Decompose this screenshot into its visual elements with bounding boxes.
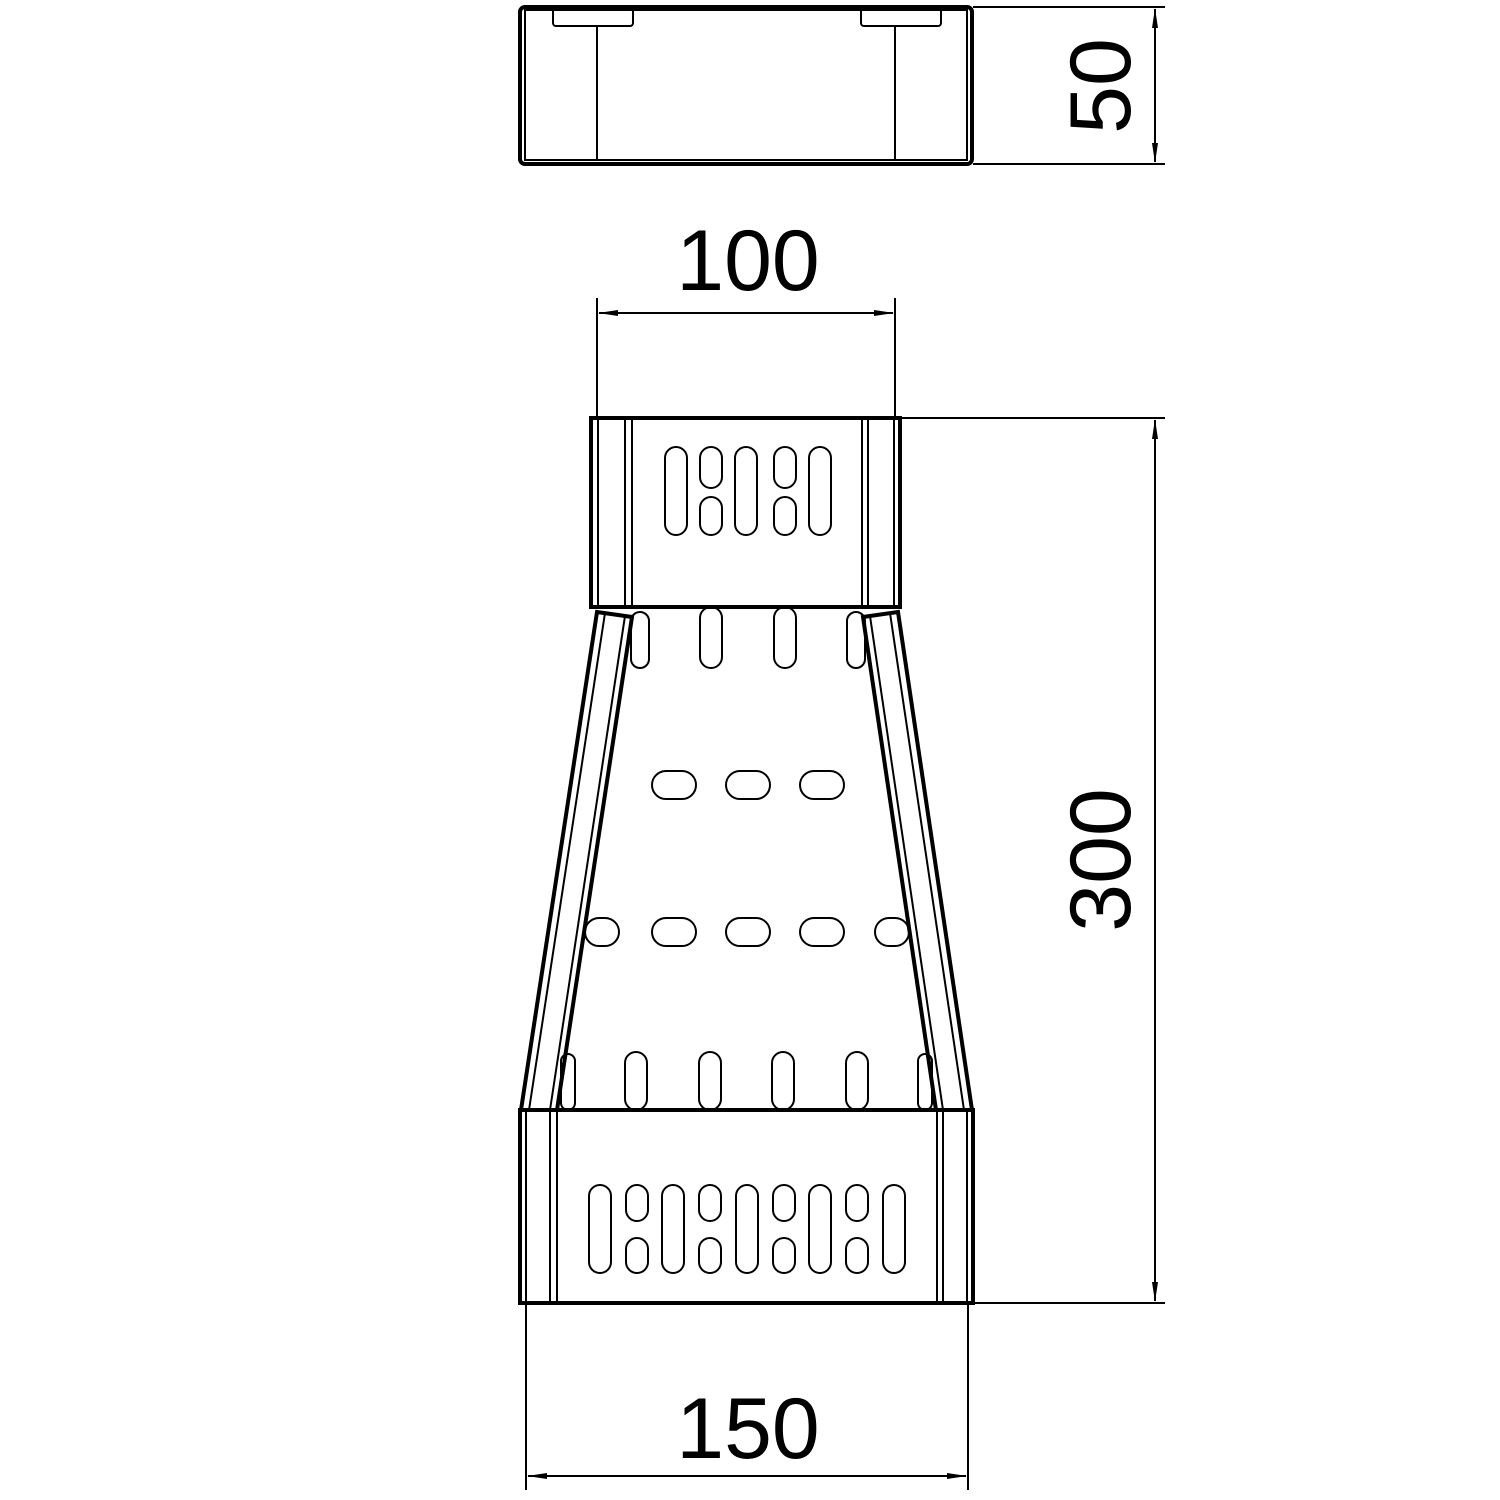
dimension-bottom-width: 150 [525,1303,969,1490]
dimension-length: 300 [900,417,1165,1304]
perforation-slot [773,446,797,489]
perforation-slot [698,1237,722,1274]
perforation-slot [845,1051,869,1111]
perforation-holes [560,446,933,1274]
perforation-slot [651,770,697,800]
perforation-slot [874,917,910,947]
perforation-slot [734,446,758,536]
perforation-slot [661,1184,685,1274]
perforation-slot [799,917,845,947]
perforation-slot [735,1184,759,1274]
perforation-slot [773,606,797,669]
perforation-slot [651,917,697,947]
perforation-slot [808,1184,832,1274]
perforation-slot [630,611,650,669]
perforation-slot [772,1237,796,1274]
perforation-slot [699,606,723,669]
perforation-slot [588,1184,612,1274]
perforation-slot [698,1051,722,1111]
perforation-slot [560,1053,576,1111]
perforation-slot [845,1184,869,1222]
dimension-height: 50 [973,6,1165,165]
perforation-slot [698,1184,722,1222]
perforation-slot [846,611,866,669]
perforation-slot [771,1051,795,1111]
perforation-slot [725,770,771,800]
dimension-bottom-width-label: 150 [676,1381,820,1477]
perforation-slot [625,1184,649,1222]
perforation-slot [773,496,797,536]
perforation-slot [808,446,832,536]
perforation-slot [699,496,723,536]
perforation-slot [917,1053,933,1111]
perforation-slot [845,1237,869,1274]
perforation-slot [725,917,771,947]
cross-section-profile [518,5,974,166]
perforation-slot [625,1237,649,1274]
dimension-length-label: 300 [1053,788,1149,932]
perforation-slot [664,446,688,536]
perforation-slot [882,1184,906,1274]
reducer-plan-view [518,416,975,1305]
perforation-slot [624,1051,648,1111]
dimension-top-width-label: 100 [676,213,820,309]
perforation-slot [772,1184,796,1222]
perforation-slot [699,446,723,489]
perforation-slot [584,917,620,947]
perforation-slot [799,770,845,800]
dimension-height-label: 50 [1053,38,1149,134]
dimension-top-width: 100 [596,213,896,418]
